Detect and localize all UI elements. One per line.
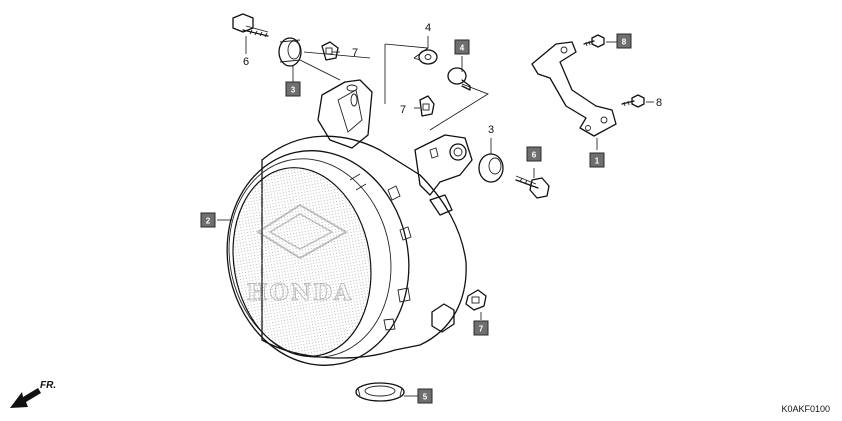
diagram-code: K0AKF0100 xyxy=(781,404,830,414)
svg-text:3: 3 xyxy=(291,86,296,95)
svg-text:7: 7 xyxy=(479,325,484,334)
front-arrow-icon xyxy=(10,388,41,408)
grommet-top xyxy=(278,37,302,67)
grommet-bottom xyxy=(355,382,405,402)
front-direction-indicator: FR. xyxy=(10,380,56,408)
lens-watermark: HONDA xyxy=(246,203,353,307)
tag-1: 1 xyxy=(589,152,605,168)
tag-2: 2 xyxy=(200,212,216,228)
tag-3: 3 xyxy=(285,81,301,97)
callout-4: 4 xyxy=(425,22,431,34)
svg-text:2: 2 xyxy=(206,217,211,226)
bolt-top-left xyxy=(232,13,269,38)
headlight-unit: HONDA xyxy=(226,79,473,366)
clip-nut-top xyxy=(321,41,339,61)
tag-8: 8 xyxy=(616,33,632,49)
tag-6: 6 xyxy=(526,146,542,162)
callout-6-top: 6 xyxy=(243,56,249,68)
screw-top xyxy=(583,34,605,48)
tag-7: 7 xyxy=(473,320,489,336)
collar-washer xyxy=(413,49,438,65)
svg-text:1: 1 xyxy=(595,157,600,166)
callout-7-top: 7 xyxy=(352,47,358,59)
tag-4: 4 xyxy=(454,39,470,55)
callout-7-middle: 7 xyxy=(400,104,406,116)
tag-5: 5 xyxy=(417,388,433,404)
bracket xyxy=(531,41,617,137)
clip-nut-middle xyxy=(419,95,435,117)
lens-watermark-text: HONDA xyxy=(247,280,353,306)
grommet-right xyxy=(478,153,504,183)
bolt-right xyxy=(515,175,550,199)
svg-text:5: 5 xyxy=(423,393,428,402)
clip-nut-lower xyxy=(465,289,487,311)
screw-right xyxy=(621,94,645,108)
leader-lines xyxy=(217,36,654,397)
front-direction-label: FR. xyxy=(40,380,56,391)
callout-3: 3 xyxy=(488,124,494,136)
svg-text:4: 4 xyxy=(460,44,465,53)
bushing xyxy=(447,67,471,91)
svg-text:8: 8 xyxy=(622,38,627,47)
svg-text:6: 6 xyxy=(532,151,537,160)
callout-8: 8 xyxy=(656,97,662,109)
